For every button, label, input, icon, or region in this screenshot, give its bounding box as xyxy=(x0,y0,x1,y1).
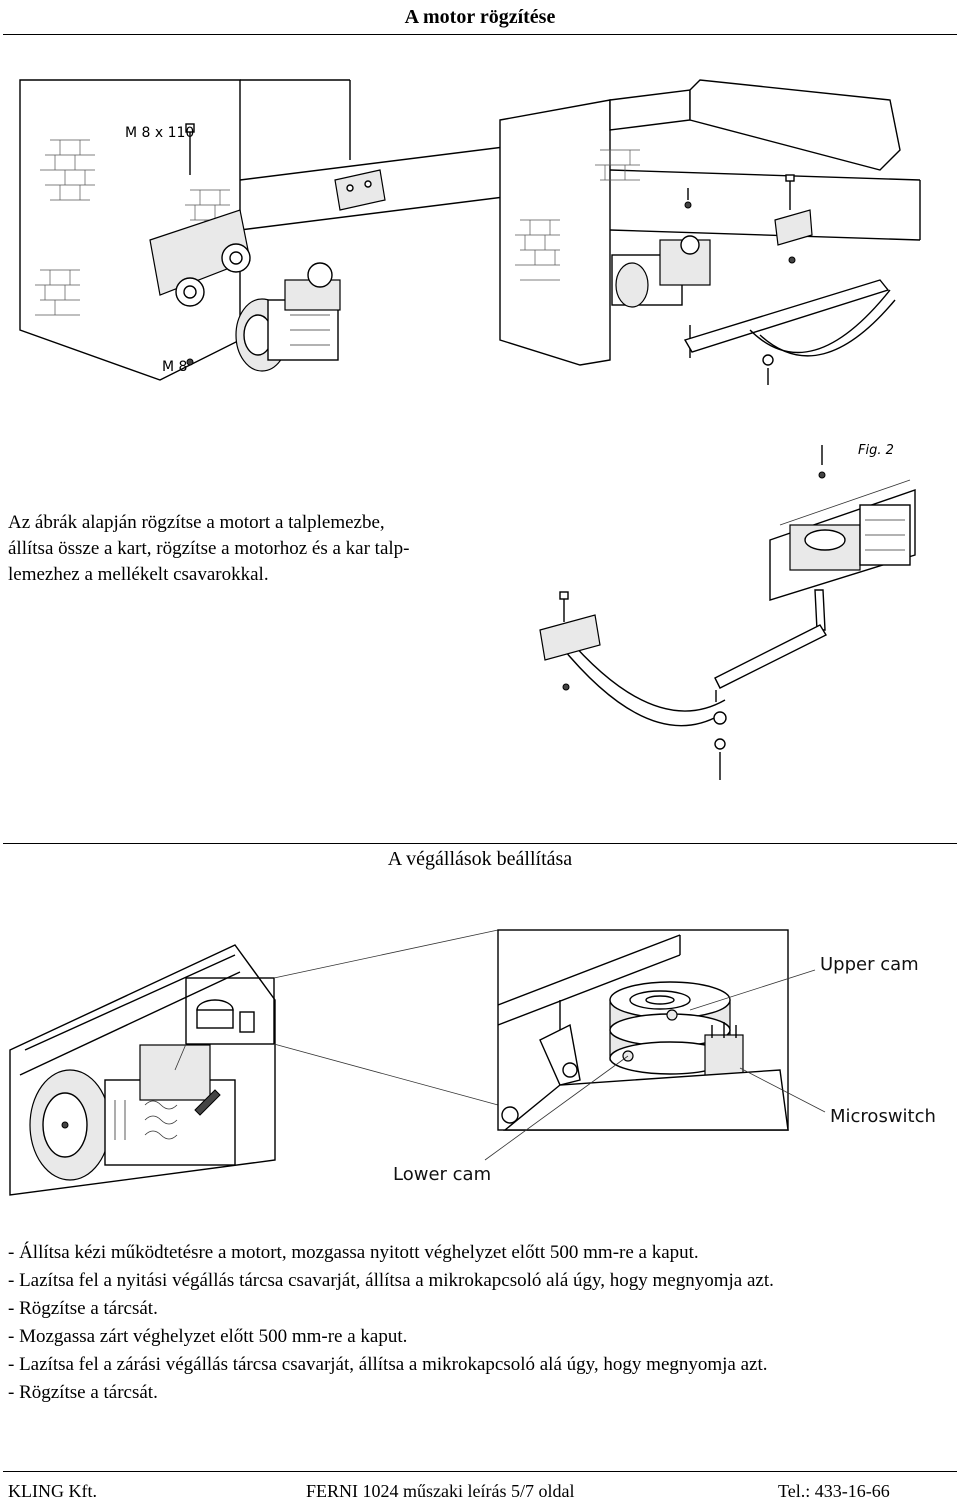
figure-label-fig2: Fig. 2 xyxy=(858,443,894,458)
footer-document-page: FERNI 1024 műszaki leírás 5/7 oldal xyxy=(306,1481,575,1501)
label-microswitch: Microswitch xyxy=(830,1106,936,1127)
footer-phone: Tel.: 433-16-66 xyxy=(778,1481,890,1501)
step-item: - Rögzítse a tárcsát. xyxy=(8,1298,158,1319)
step-item: - Lazítsa fel a zárási végállás tárcsa c… xyxy=(8,1354,768,1375)
figure-right-pillar xyxy=(499,79,921,385)
figure-motor-mounting-exploded: M 8 x 110 M 8 xyxy=(19,79,921,385)
detail-highlight-box xyxy=(185,977,275,1045)
figure-left-pillar: M 8 x 110 M 8 xyxy=(19,79,561,381)
figure-limit-cams: Upper cam Microswitch Lower cam xyxy=(9,929,936,1196)
section-title-motor-mounting: A motor rögzítése xyxy=(404,6,556,28)
intro-line: Az ábrák alapján rögzítse a motort a tal… xyxy=(8,512,385,533)
step-item: - Mozgassa zárt véghelyzet előtt 500 mm-… xyxy=(8,1326,408,1347)
figure-motor-overview xyxy=(9,929,499,1196)
divider-middle xyxy=(3,843,957,844)
bolt-label-m8x110: M 8 x 110 xyxy=(125,125,194,141)
footer-company: KLING Kft. xyxy=(8,1481,97,1501)
nut-label-m8: M 8 xyxy=(162,359,187,375)
intro-line: lemezhez a mellékelt csavarokkal. xyxy=(8,564,269,585)
intro-paragraph: Az ábrák alapján rögzítse a motort a tal… xyxy=(8,510,528,588)
figure-cam-detail: Upper cam Microswitch Lower cam xyxy=(393,929,936,1185)
label-upper-cam: Upper cam xyxy=(820,954,919,975)
step-item: - Állítsa kézi működtetésre a motort, mo… xyxy=(8,1242,699,1263)
label-lower-cam: Lower cam xyxy=(393,1164,491,1185)
section-title-limit-setting: A végállások beállítása xyxy=(387,848,573,870)
limit-setting-steps: - Állítsa kézi működtetésre a motort, mo… xyxy=(8,1239,958,1407)
figure-arm-assembly: Fig. 2 xyxy=(539,443,916,780)
divider-top xyxy=(3,34,957,35)
step-item: - Lazítsa fel a nyitási végállás tárcsa … xyxy=(8,1270,774,1291)
step-item: - Rögzítse a tárcsát. xyxy=(8,1382,158,1403)
intro-line: állítsa össze a kart, rögzítse a motorho… xyxy=(8,538,410,559)
divider-footer xyxy=(3,1471,957,1472)
